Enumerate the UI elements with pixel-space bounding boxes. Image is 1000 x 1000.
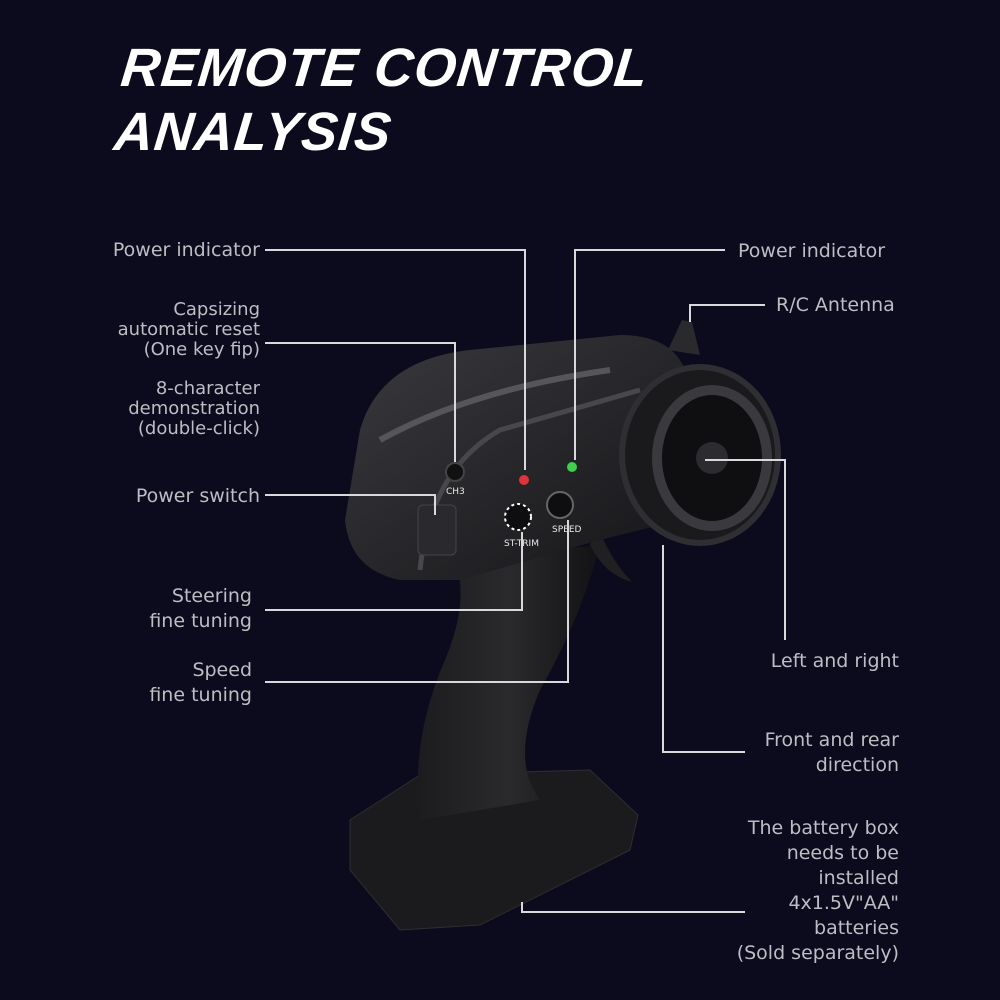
st-trim-knob <box>504 503 532 531</box>
antenna <box>668 320 700 355</box>
line-power-indicator-left <box>265 249 526 470</box>
ch3-button <box>445 462 465 482</box>
speed-knob <box>546 491 574 519</box>
label-speed: Speed fine tuning <box>149 659 252 706</box>
line-speed <box>265 520 569 683</box>
label-front-rear: Front and rear direction <box>764 729 899 776</box>
speed-label: SPEED <box>552 525 582 535</box>
line-left-right <box>705 459 786 640</box>
label-power-switch: Power switch <box>135 485 260 507</box>
line-power-switch <box>265 494 436 515</box>
line-antenna <box>689 304 765 322</box>
label-antenna: R/C Antenna <box>776 294 895 316</box>
line-battery <box>521 902 745 913</box>
led-green <box>567 462 577 472</box>
line-power-indicator-right <box>574 249 725 460</box>
line-steering <box>265 532 523 611</box>
line-capsizing <box>265 342 456 462</box>
label-steering: Steering fine tuning <box>149 585 252 632</box>
label-power-indicator-left: Power indicator <box>112 239 260 261</box>
ch3-label: CH3 <box>446 487 465 497</box>
power-switch <box>417 504 457 556</box>
label-left-right: Left and right <box>770 650 899 672</box>
label-demo: 8-character demonstration (double-click) <box>128 378 260 439</box>
label-capsizing-reset: Capsizing automatic reset (One key fip) <box>117 299 260 360</box>
line-front-rear <box>662 545 745 753</box>
label-power-indicator-right: Power indicator <box>738 240 886 262</box>
led-red <box>519 475 529 485</box>
label-battery: The battery box needs to be installed 4x… <box>736 817 899 964</box>
